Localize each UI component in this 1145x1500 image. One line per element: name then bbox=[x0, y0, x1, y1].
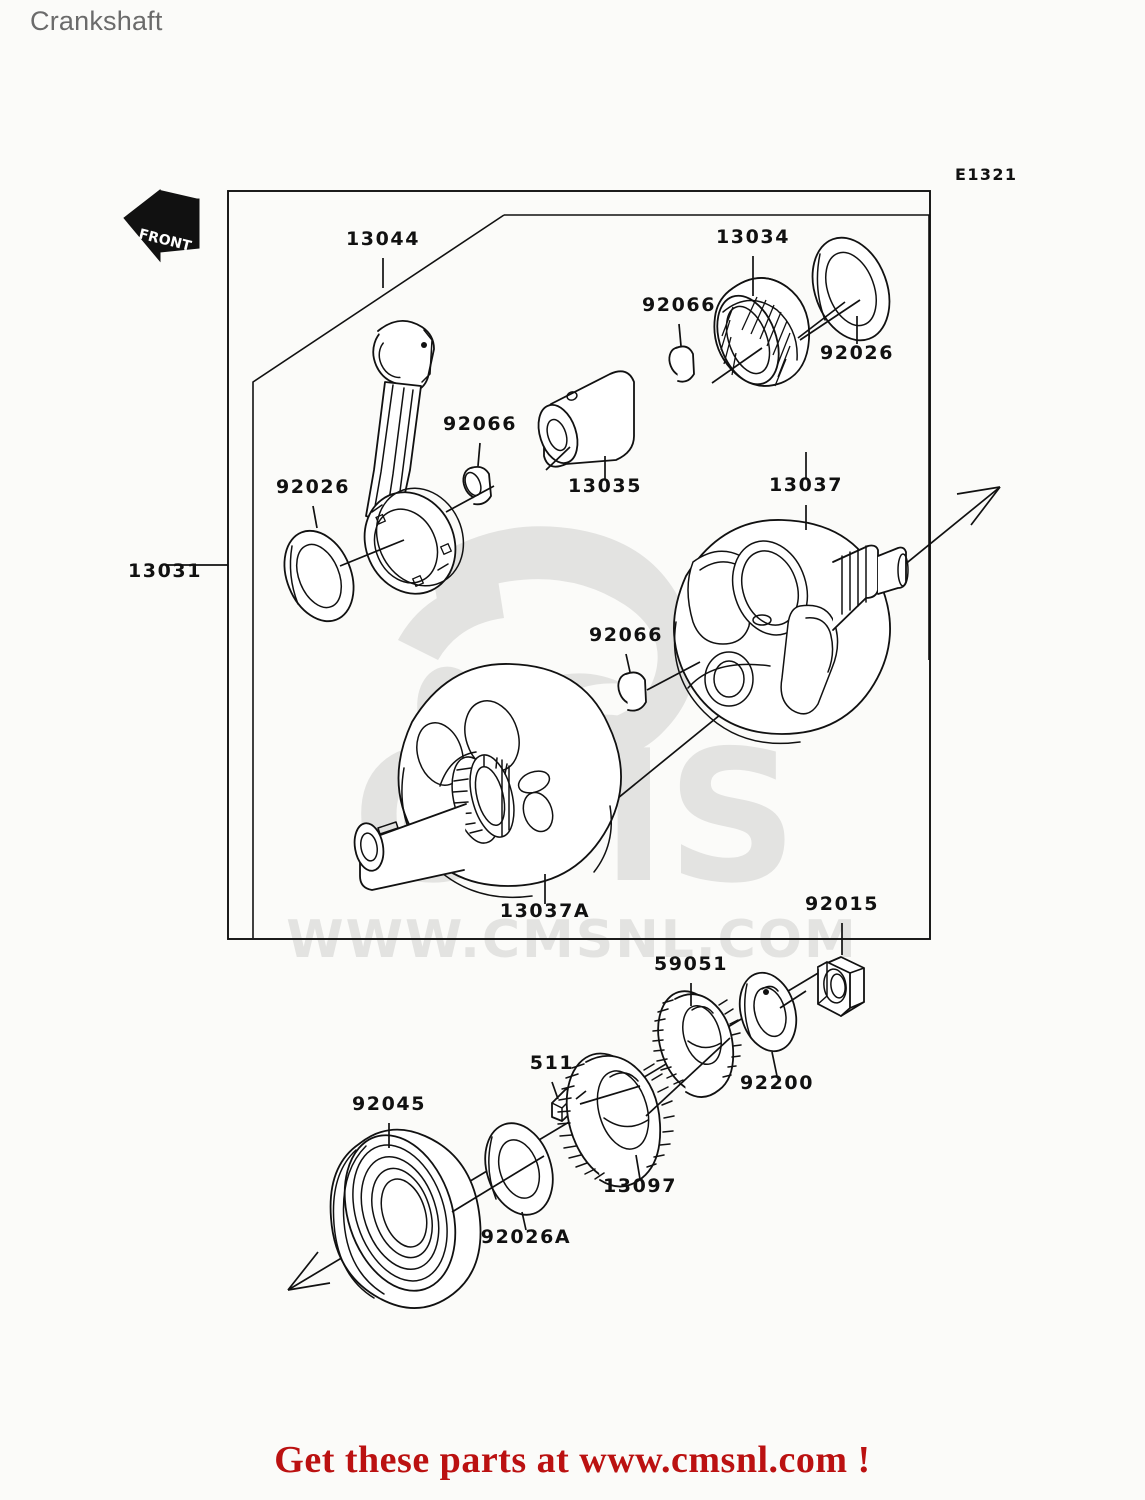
footer-promo-text: Get these parts at www.cmsnl.com ! bbox=[274, 1439, 871, 1481]
callout-92066-b: 92066 bbox=[443, 413, 517, 435]
callout-13034: 13034 bbox=[716, 226, 790, 248]
part-shim-washer-92026A bbox=[484, 1122, 554, 1216]
callout-511: 511 bbox=[530, 1052, 574, 1074]
callout-59051: 59051 bbox=[654, 953, 728, 975]
part-washer-92200 bbox=[738, 971, 798, 1053]
callout-13037: 13037 bbox=[769, 474, 843, 496]
part-plug-92066-center bbox=[617, 671, 647, 712]
part-crankshaft-left-13037A bbox=[353, 663, 622, 899]
callout-92066-a: 92066 bbox=[642, 294, 716, 316]
callout-92200: 92200 bbox=[740, 1072, 814, 1094]
callout-13097: 13097 bbox=[603, 1175, 677, 1197]
page-title: Crankshaft bbox=[30, 6, 163, 36]
callout-13031: 13031 bbox=[128, 560, 202, 582]
part-ball-bearing-92045 bbox=[329, 1128, 482, 1309]
part-nut-92015 bbox=[817, 956, 865, 1017]
part-gear-balancer-59051 bbox=[652, 990, 742, 1098]
diagram-code: E1321 bbox=[955, 165, 1017, 184]
callout-13035: 13035 bbox=[568, 475, 642, 497]
part-crankshaft-right-13037 bbox=[673, 519, 909, 745]
part-shim-washer-92026-right bbox=[811, 236, 891, 342]
leader-lines bbox=[165, 256, 861, 1231]
callout-13044: 13044 bbox=[346, 228, 420, 250]
front-direction-marker: FRONT bbox=[123, 188, 200, 263]
part-plug-92066-rod bbox=[462, 465, 492, 506]
part-gear-primary-13097 bbox=[557, 1052, 675, 1188]
callout-92026A: 92026A bbox=[481, 1226, 571, 1248]
callout-92045: 92045 bbox=[352, 1093, 426, 1115]
callout-labels: 13044 13034 92066 92026 92066 92026 1303… bbox=[128, 226, 894, 1248]
part-plug-92066-pin bbox=[668, 345, 695, 383]
callout-92026-a: 92026 bbox=[820, 342, 894, 364]
callout-13037A: 13037A bbox=[500, 900, 590, 922]
part-needle-bearing-13034 bbox=[713, 277, 810, 387]
callout-92015: 92015 bbox=[805, 893, 879, 915]
part-connecting-rod-13044 bbox=[363, 320, 465, 595]
callout-92066-c: 92066 bbox=[589, 624, 663, 646]
watermark-url-text: WWW.CMSNL.COM bbox=[286, 910, 857, 970]
part-crank-pin-13035 bbox=[537, 370, 635, 468]
part-shim-washer-92026-left bbox=[283, 529, 355, 623]
callout-92026-b: 92026 bbox=[276, 476, 350, 498]
